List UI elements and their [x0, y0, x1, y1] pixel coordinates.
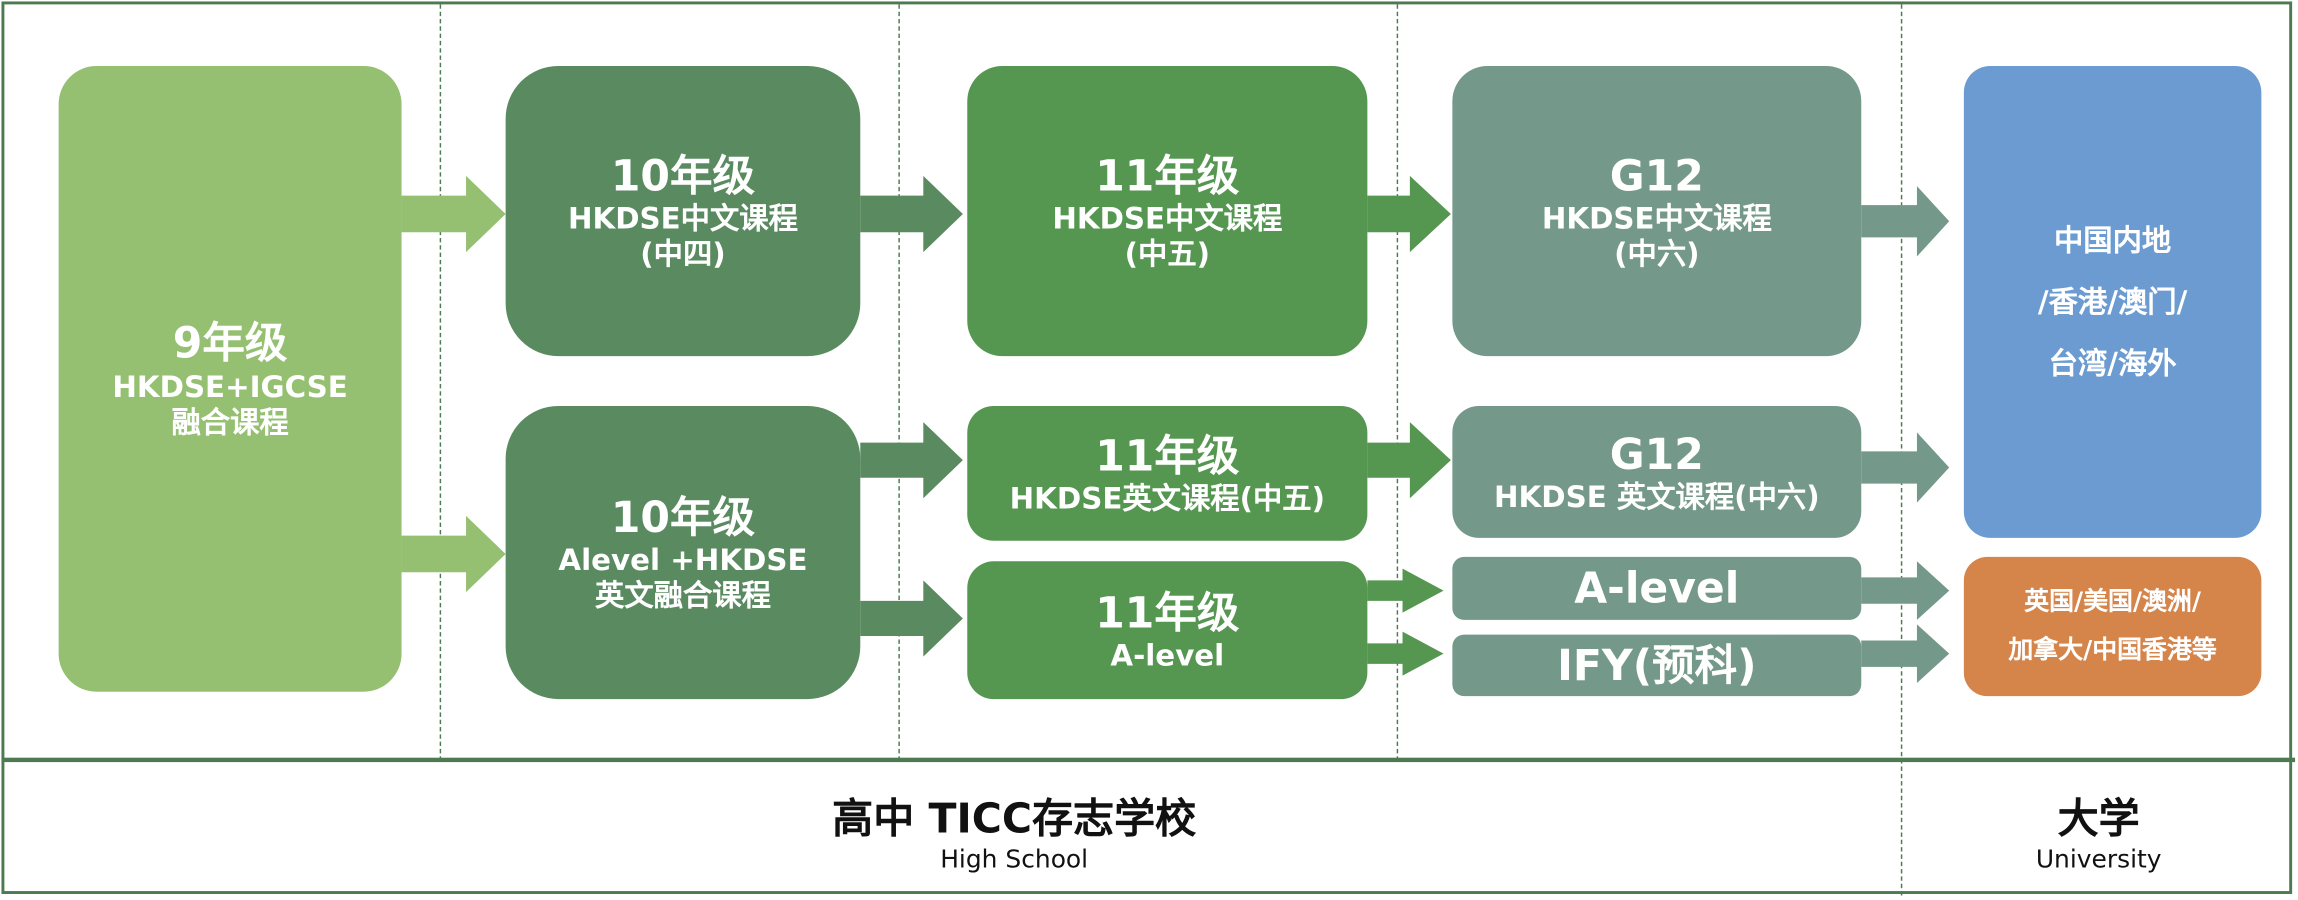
box-line: (中六): [1614, 236, 1700, 272]
university-title: 大学: [2057, 794, 2140, 843]
box-line: (中五): [1124, 236, 1211, 272]
box-line: 英国/美国/澳洲/: [2024, 587, 2201, 618]
column-divider: [439, 4, 442, 761]
box-title: 11年级: [1095, 150, 1240, 201]
column-divider: [1396, 4, 1399, 761]
box-line: 融合课程: [171, 404, 289, 440]
arrow-right-icon: [1367, 422, 1451, 499]
arrow-right-icon: [1367, 568, 1444, 613]
box-title: 9年级: [172, 318, 288, 368]
arrow-right-icon: [1861, 624, 1950, 683]
box-line: HKDSE 英文课程(中六): [1494, 479, 1820, 515]
column-divider: [898, 4, 900, 761]
box-line: HKDSE英文课程(中五): [1009, 481, 1326, 517]
university-domestic-box: 中国内地 /香港/澳门/ 台湾/海外: [1963, 65, 2262, 538]
g12-ify-box: IFY(预科): [1452, 634, 1862, 697]
high-school-subtitle: High School: [940, 845, 1089, 875]
box-line: 台湾/海外: [2048, 345, 2177, 382]
arrow-right-icon: [1367, 631, 1444, 676]
grade10-top-box: 10年级 HKDSE中文课程 (中四): [505, 65, 861, 357]
arrow-right-icon: [860, 175, 963, 253]
box-title: IFY(预科): [1557, 639, 1757, 690]
arrow-right-icon: [860, 422, 963, 499]
arrow-right-icon: [401, 175, 506, 253]
g12-mid-box: G12 HKDSE 英文课程(中六): [1452, 405, 1862, 538]
box-line: /香港/澳门/: [2037, 284, 2188, 320]
grade11-bottom-box: 11年级 A-level: [967, 561, 1368, 700]
box-line: HKDSE中文课程: [567, 201, 798, 237]
box-line: HKDSE中文课程: [1541, 201, 1772, 237]
box-line: 加拿大/中国香港等: [2008, 635, 2217, 665]
box-line: A-level: [1110, 638, 1225, 674]
box-line: Alevel +HKDSE: [558, 542, 808, 579]
box-line: (中四): [640, 236, 726, 272]
grade11-mid-box: 11年级 HKDSE英文课程(中五): [967, 405, 1368, 541]
box-title: G12: [1609, 428, 1704, 479]
box-line: HKDSE中文课程: [1052, 201, 1283, 237]
box-line: 中国内地: [2053, 222, 2172, 258]
arrow-right-icon: [1861, 561, 1950, 620]
grade9-box: 9年级 HKDSE+IGCSE 融合课程: [58, 65, 402, 692]
box-title: 10年级: [610, 150, 756, 201]
box-title: A-level: [1574, 562, 1740, 613]
box-title: 11年级: [1095, 587, 1240, 637]
g12-top-box: G12 HKDSE中文课程 (中六): [1452, 65, 1862, 357]
box-line: HKDSE+IGCSE: [112, 369, 348, 405]
column-divider: [1900, 4, 1903, 896]
arrow-right-icon: [1861, 186, 1950, 257]
box-title: 10年级: [610, 491, 756, 542]
box-title: 11年级: [1095, 430, 1240, 481]
box-line: 英文融合课程: [595, 578, 771, 614]
grade10-bottom-box: 10年级 Alevel +HKDSE 英文融合课程: [505, 405, 861, 700]
arrow-right-icon: [860, 580, 963, 657]
university-subtitle: University: [2035, 845, 2162, 875]
box-title: G12: [1609, 150, 1704, 201]
grade11-top-box: 11年级 HKDSE中文课程 (中五): [967, 65, 1368, 357]
high-school-title: 高中 TICC存志学校: [832, 794, 1197, 843]
footer-divider: [1, 757, 2296, 763]
university-abroad-box: 英国/美国/澳洲/ 加拿大/中国香港等: [1963, 556, 2262, 697]
g12-alevel-box: A-level: [1452, 556, 1862, 620]
arrow-right-icon: [401, 515, 506, 593]
arrow-right-icon: [1367, 175, 1451, 253]
arrow-right-icon: [1861, 432, 1950, 503]
